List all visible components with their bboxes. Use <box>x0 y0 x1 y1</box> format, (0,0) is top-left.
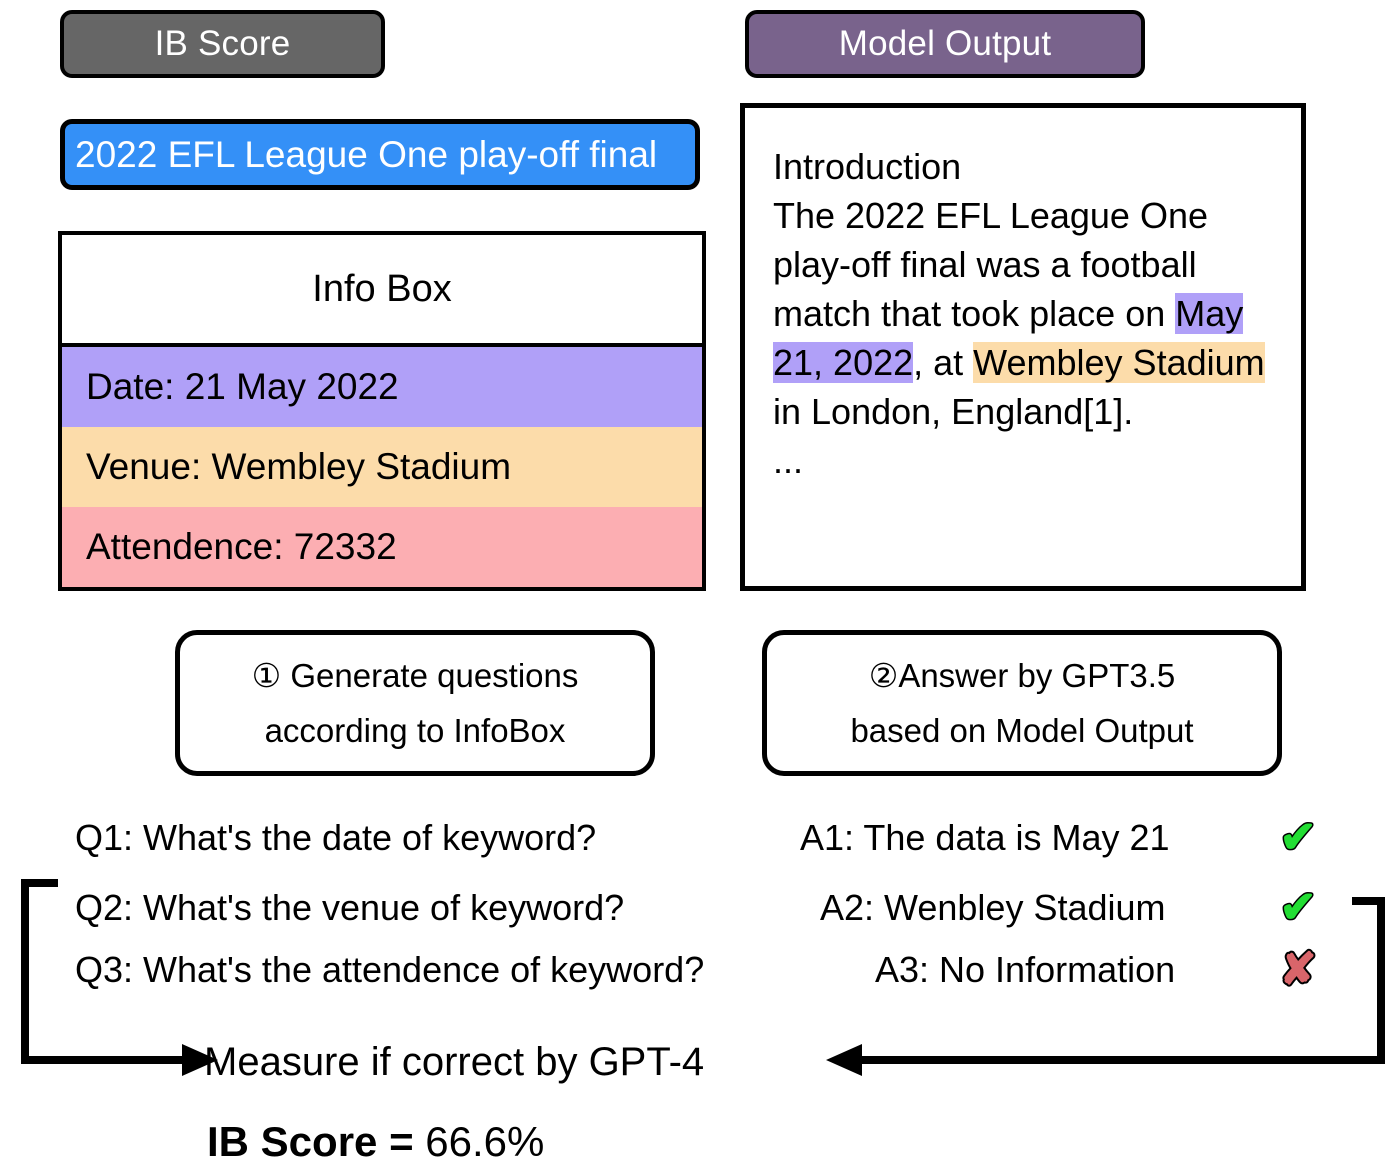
keyword-title-label: 2022 EFL League One play-off final <box>75 133 658 175</box>
model-output-text: Introduction The 2022 EFL League One pla… <box>773 142 1278 485</box>
step-2-answer-by-gpt35: ②Answer by GPT3.5 based on Model Output <box>762 630 1282 776</box>
check-icon: ✔ <box>1278 883 1318 932</box>
step-2-line-2: based on Model Output <box>850 712 1194 749</box>
info-box-row-attendance: Attendence: 72332 <box>62 507 702 587</box>
right-arrowhead <box>826 1044 862 1076</box>
ib-score-final-label: IB Score = <box>207 1118 426 1165</box>
ib-score-final: IB Score = 66.6% <box>207 1118 544 1166</box>
question-3: Q3: What's the attendence of keyword? <box>75 949 705 990</box>
model-output-body-between: , at <box>913 342 974 383</box>
qa-row: Q1: What's the date of keyword? A1: The … <box>0 806 1399 870</box>
step-2-line-1: ②Answer by GPT3.5 <box>868 657 1176 694</box>
answer-2: A2: Wenbley Stadium <box>820 887 1166 928</box>
highlight-venue: Wembley Stadium <box>973 342 1265 383</box>
ib-score-section-header-label: IB Score <box>154 24 291 63</box>
ib-score-section-header: IB Score <box>60 10 385 78</box>
question-1: Q1: What's the date of keyword? <box>75 817 597 858</box>
answer-1: A1: The data is May 21 <box>800 817 1170 858</box>
model-output-section-header-label: Model Output <box>838 24 1052 63</box>
info-box: Info Box Date: 21 May 2022 Venue: Wemble… <box>58 231 706 591</box>
model-output-body-after-venue: in London, England[1]. <box>773 391 1134 432</box>
model-output-box: Introduction The 2022 EFL League One pla… <box>740 103 1306 591</box>
model-output-heading: Introduction <box>773 146 962 187</box>
step-1-line-1: ① Generate questions <box>251 657 579 694</box>
question-2: Q2: What's the venue of keyword? <box>75 887 625 928</box>
step-1-line-2: according to InfoBox <box>264 712 566 749</box>
ib-score-final-value: 66.6% <box>425 1118 545 1165</box>
qa-row: Q2: What's the venue of keyword? A2: Wen… <box>0 876 1399 940</box>
cross-icon: ✘ <box>1278 945 1319 994</box>
keyword-title-chip: 2022 EFL League One play-off final <box>60 119 700 190</box>
model-output-body-before-date: The 2022 EFL League One play-off final w… <box>773 195 1208 334</box>
step-1-generate-questions: ① Generate questions according to InfoBo… <box>175 630 655 776</box>
info-box-row-date: Date: 21 May 2022 <box>62 347 702 427</box>
check-icon: ✔ <box>1278 813 1318 862</box>
info-box-row-venue: Venue: Wembley Stadium <box>62 427 702 507</box>
model-output-ellipsis: ... <box>773 440 804 481</box>
measure-label: Measure if correct by GPT-4 <box>204 1040 705 1084</box>
model-output-section-header: Model Output <box>745 10 1145 78</box>
answer-3: A3: No Information <box>875 949 1176 990</box>
info-box-title: Info Box <box>62 235 702 347</box>
qa-row: Q3: What's the attendence of keyword? A3… <box>0 938 1399 1002</box>
